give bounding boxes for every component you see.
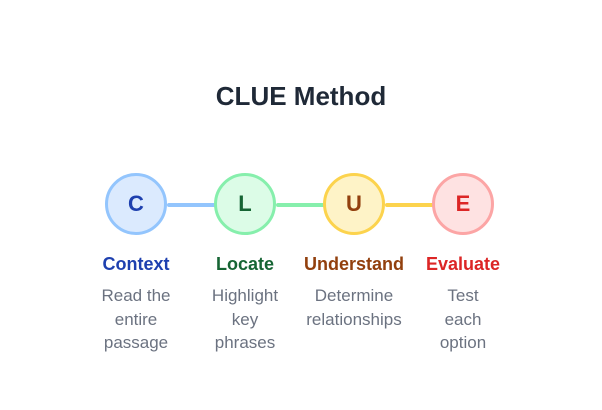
- step-e-desc-line: option: [439, 333, 487, 352]
- step-c-desc-line: entire: [114, 309, 158, 329]
- step-c-name: Context: [102, 254, 170, 274]
- step-u-name: Understand: [303, 254, 404, 274]
- step-l-desc-line: key: [231, 309, 259, 329]
- step-u-circle: U: [323, 173, 385, 235]
- step-e-circle: E: [432, 173, 494, 235]
- step-u-description: Determine relationships: [294, 284, 414, 331]
- step-c-desc-line: Read the: [101, 286, 171, 305]
- step-c-description: Read the entire passage: [76, 284, 196, 355]
- step-l-desc-line: Highlight: [211, 286, 279, 305]
- step-l-description: Highlight key phrases: [185, 284, 305, 355]
- connector-c-l: [167, 203, 217, 207]
- connector-l-u: [276, 203, 326, 207]
- step-e-desc-line: each: [444, 309, 482, 329]
- step-e-desc-line: Test: [447, 286, 479, 305]
- diagram-title: CLUE Method: [215, 81, 387, 111]
- step-c-desc-line: passage: [103, 333, 169, 352]
- connector-u-e: [385, 203, 435, 207]
- step-c-circle: C: [105, 173, 167, 235]
- step-e-name: Evaluate: [425, 254, 501, 274]
- step-u-desc-line: relationships: [306, 309, 402, 329]
- step-l-circle: L: [214, 173, 276, 235]
- step-l-name: Locate: [215, 254, 275, 274]
- step-e-description: Test each option: [403, 284, 523, 355]
- step-l-desc-line: phrases: [214, 333, 276, 352]
- step-u-desc-line: Determine: [314, 286, 394, 305]
